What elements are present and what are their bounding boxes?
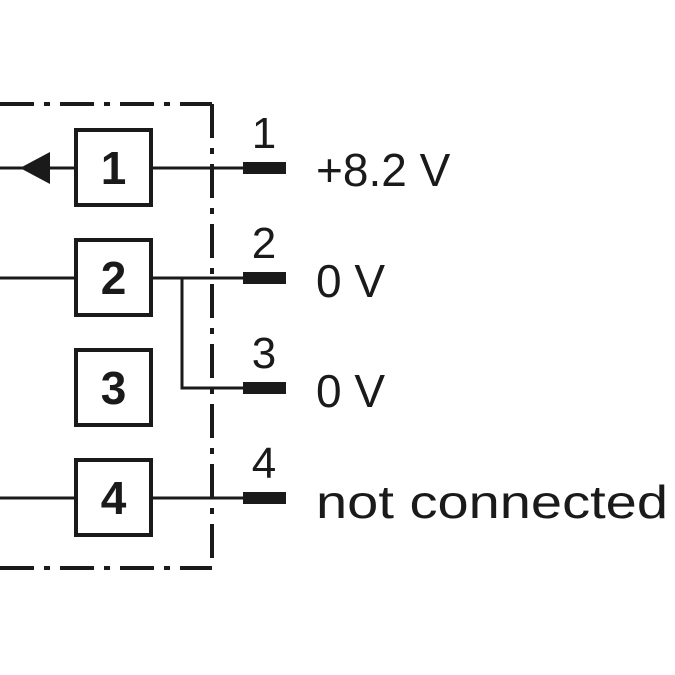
pin-terminal-4	[243, 492, 286, 504]
pin-description-3: 0 V	[316, 365, 385, 417]
pin-box-2: 2	[74, 238, 153, 317]
pin-box-3-frame	[74, 348, 153, 427]
pin-box-2-label: 2	[101, 252, 127, 304]
pin-box-1-label: 1	[101, 142, 127, 194]
pin-box-2-frame	[74, 238, 153, 317]
pin-terminal-2	[243, 272, 286, 284]
internal-wiring	[0, 166, 245, 500]
pin-description-2: 0 V	[316, 255, 385, 307]
pin-box-3: 3	[74, 348, 153, 427]
pin-box-4: 4	[74, 458, 153, 537]
pin-description-1: +8.2 V	[316, 144, 451, 196]
arrow-left-icon	[20, 152, 50, 184]
pin-box-1-frame	[74, 128, 153, 207]
pin-number-2: 2	[252, 219, 276, 268]
pin-number-3: 3	[252, 329, 276, 378]
pin-terminals	[243, 162, 286, 504]
pin-number-1: 1	[252, 109, 276, 158]
pin-number-4: 4	[252, 439, 276, 488]
pin-description-4: not connected	[316, 476, 668, 528]
pin-box-4-label: 4	[101, 472, 127, 524]
pin-box-4-frame	[74, 458, 153, 537]
pin-box-3-label: 3	[101, 362, 127, 414]
pin-terminal-3	[243, 382, 286, 394]
pin-terminal-1	[243, 162, 286, 174]
wire-pin-2-3-bridge	[180, 278, 245, 390]
housing-boundary	[0, 102, 214, 570]
pin-box-1: 1	[74, 128, 153, 207]
